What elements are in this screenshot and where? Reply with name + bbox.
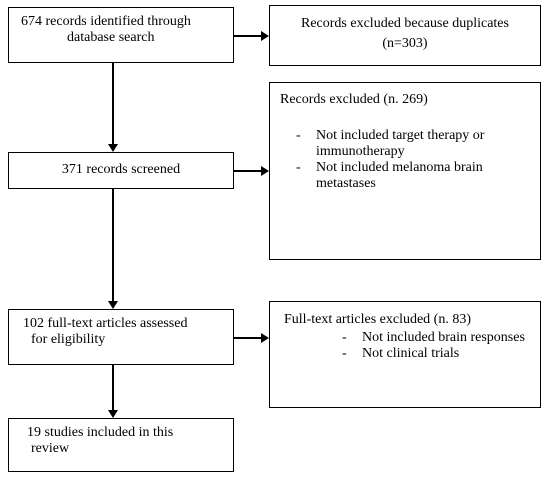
arrow-to-records-excluded-shaft	[234, 170, 261, 172]
arrow-to-duplicates-shaft	[234, 35, 261, 37]
arrow-identified-to-screened-shaft	[112, 63, 114, 145]
box-fulltext-assessed-line-1: 102 full-text articles assessed	[23, 316, 188, 331]
box-fulltext-assessed-line-2: for eligibility	[31, 332, 106, 347]
arrow-to-fulltext-excluded-head	[261, 333, 269, 343]
box-records-excluded: Records excluded (n. 269) Not included t…	[269, 82, 541, 260]
exclusion-item-line: Not clinical trials	[362, 346, 460, 361]
box-excluded-duplicates-line-1: Records excluded because duplicates	[301, 16, 509, 31]
box-records-identified-line-1: 674 records identified through	[21, 14, 191, 29]
box-excluded-duplicates-line-2: (n=303)	[382, 36, 428, 51]
box-fulltext-excluded: Full-text articles excluded (n. 83) Not …	[269, 301, 541, 408]
arrow-screened-to-assessed-shaft	[112, 189, 114, 302]
arrow-identified-to-screened-head	[108, 144, 118, 152]
box-records-identified-line-2: database search	[67, 30, 155, 45]
box-records-excluded-list: Not included target therapy or immunothe…	[280, 128, 540, 192]
arrow-screened-to-assessed-head	[108, 301, 118, 309]
exclusion-item: Not included brain responses	[326, 330, 540, 346]
exclusion-item-line: immunotherapy	[316, 144, 405, 159]
arrow-to-records-excluded-head	[261, 166, 269, 176]
exclusion-item-line: metastases	[316, 176, 376, 191]
box-excluded-duplicates: Records excluded because duplicates (n=3…	[269, 5, 541, 66]
box-studies-included-line-2: review	[31, 441, 70, 456]
box-fulltext-assessed: 102 full-text articles assessed for elig…	[8, 309, 234, 365]
arrow-assessed-to-included-head	[108, 410, 118, 418]
box-records-excluded-title: Records excluded (n. 269)	[280, 92, 428, 107]
arrow-assessed-to-included-shaft	[112, 365, 114, 411]
exclusion-item-line: Not included target therapy or	[316, 128, 485, 143]
box-records-screened-line-1: 371 records screened	[61, 162, 181, 177]
box-studies-included-line-1: 19 studies included in this	[27, 425, 174, 440]
box-records-screened: 371 records screened	[8, 152, 234, 189]
box-fulltext-excluded-list: Not included brain responses Not clinica…	[284, 330, 540, 362]
exclusion-item: Not included melanoma brain metastases	[280, 160, 540, 192]
arrow-to-fulltext-excluded-shaft	[234, 337, 261, 339]
box-fulltext-excluded-title: Full-text articles excluded (n. 83)	[284, 312, 471, 327]
exclusion-item: Not clinical trials	[326, 346, 540, 362]
exclusion-item-line: Not included melanoma brain	[316, 160, 483, 175]
box-studies-included: 19 studies included in this review	[8, 418, 234, 472]
exclusion-item-line: Not included brain responses	[362, 330, 525, 345]
box-records-identified: 674 records identified through database …	[8, 7, 234, 63]
arrow-to-duplicates-head	[261, 31, 269, 41]
exclusion-item: Not included target therapy or immunothe…	[280, 128, 540, 160]
